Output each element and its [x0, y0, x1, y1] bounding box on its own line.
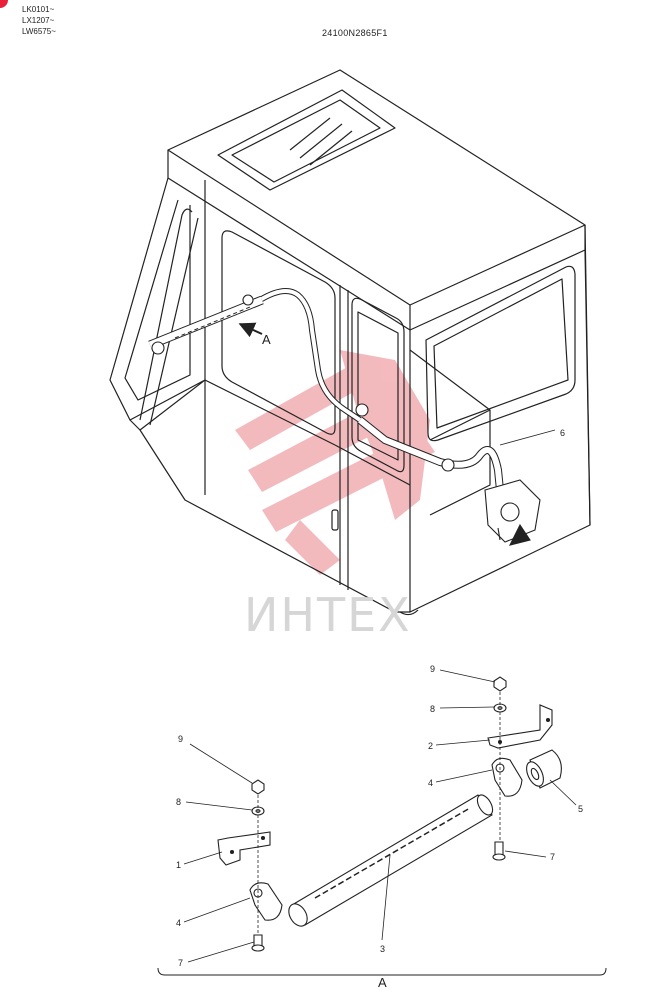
accent-dot	[0, 0, 8, 8]
door-handle	[331, 509, 339, 531]
callout-8-left: 8	[176, 797, 181, 807]
callout-7-right: 7	[550, 852, 555, 862]
callout-1: 1	[176, 860, 181, 870]
drawing-number: 24100N2865F1	[322, 28, 388, 38]
watermark-text: ИНТЕХ	[244, 588, 412, 642]
nut-right	[493, 676, 507, 692]
callout-leaders	[183, 669, 577, 963]
view-a-bottom-label: A	[378, 975, 387, 990]
defroster-duct-assembly	[148, 288, 541, 546]
grab-handle	[139, 208, 193, 421]
door-window	[221, 230, 336, 435]
duct-part-3	[291, 794, 493, 926]
bolt-right	[494, 841, 504, 856]
callout-5: 5	[578, 804, 583, 814]
callout-9-left: 9	[178, 734, 183, 744]
callout-9-right: 9	[430, 664, 435, 674]
rear-window	[351, 297, 405, 473]
model-code: LX1207~	[22, 16, 55, 25]
callout-8-right: 8	[430, 704, 435, 714]
cab-roof-edge	[167, 150, 411, 331]
clamp-left	[249, 882, 283, 921]
cab-roof	[167, 69, 586, 306]
clamp-right	[491, 757, 523, 797]
model-code: LW6575~	[22, 27, 56, 36]
view-a-bracket	[157, 967, 607, 976]
front-pillar	[109, 177, 206, 421]
right-window	[425, 265, 576, 442]
bracket-left	[217, 831, 271, 866]
nut-left	[251, 779, 265, 795]
bracket-right	[487, 704, 553, 749]
duct-end-clamp	[151, 341, 165, 355]
callout-3: 3	[380, 944, 385, 954]
view-a-label: A	[262, 332, 271, 347]
callout-4-right: 4	[428, 778, 433, 788]
operator-cab	[109, 69, 591, 616]
model-code: LK0101~	[22, 5, 55, 14]
sunroof-glass	[231, 99, 381, 183]
view-a-arrow	[238, 322, 263, 338]
model-codes: LK0101~ LX1207~ LW6575~	[22, 4, 56, 37]
callout-6: 6	[560, 428, 565, 438]
detail-a-exploded-view	[217, 676, 562, 952]
callout-4-left: 4	[176, 918, 181, 928]
callout-2: 2	[428, 741, 433, 751]
sunroof-frame	[217, 89, 396, 191]
callout-7-left: 7	[178, 958, 183, 968]
